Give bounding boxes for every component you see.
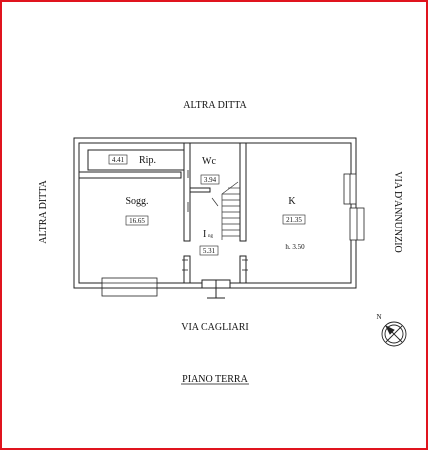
top-label: ALTRA DITTA [183, 100, 247, 111]
rip-area: 4.41 [112, 156, 125, 164]
interior-walls [78, 142, 247, 284]
street-label: VIA CAGLIARI [181, 322, 249, 333]
room-ingresso: I ng 5.31 [199, 229, 219, 256]
right-label: VIA D'ANNUNZIO [392, 171, 403, 253]
k-label: K [288, 196, 296, 207]
wc-door [211, 197, 219, 207]
compass-letter: N [376, 313, 381, 321]
room-k: K 21.35 h. 3.50 [282, 196, 306, 251]
ingresso-label: I [203, 229, 206, 240]
k-area: 21.35 [286, 216, 302, 224]
sogg-area: 16.65 [129, 217, 145, 225]
room-rip: 4.41 Rip. [108, 154, 156, 166]
wc-area: 3.94 [204, 176, 217, 184]
window-sogg [101, 277, 158, 297]
ingresso-area: 5.31 [203, 247, 216, 255]
k-height: h. 3.50 [285, 243, 305, 251]
rip-label: Rip. [139, 155, 156, 166]
sogg-label: Sogg. [125, 196, 148, 207]
ingresso-sub: ng [208, 234, 214, 239]
room-wc: Wc 3.94 [200, 156, 220, 185]
window-k [343, 173, 365, 241]
north-compass-icon [381, 321, 407, 347]
ingresso-jambs [182, 170, 248, 271]
floor-label: PIANO TERRA [182, 374, 248, 385]
wc-label: Wc [202, 156, 216, 167]
front-door [201, 279, 231, 299]
room-sogg: Sogg. 16.65 [125, 196, 149, 226]
left-label: ALTRA DITTA [38, 179, 49, 243]
staircase [221, 181, 240, 240]
